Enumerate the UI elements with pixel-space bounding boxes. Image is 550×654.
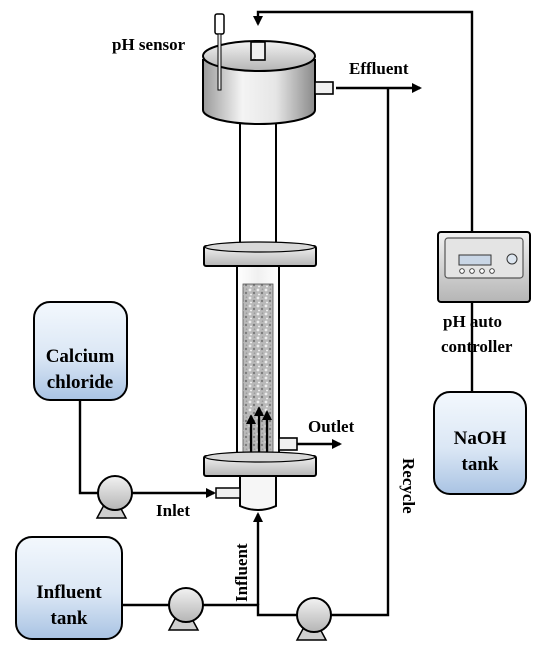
outlet-nozzle [278,437,298,451]
calcium-chloride-tank [33,301,128,401]
upper-flange [203,241,317,267]
controller-signal-line [253,10,474,232]
ph-sensor-probe-icon [214,13,225,91]
upper-column [239,119,277,261]
calcium-feed-line [78,398,98,495]
influent-tank-label-line2: tank [51,608,88,629]
calcium-label-line2: chloride [47,372,114,393]
controller-device-icon [437,231,531,303]
effluent-label: Effluent [349,59,409,78]
influent-tank-label-line1: Influent [36,582,102,603]
recycle-pump-icon [295,597,332,641]
ph-controller-label-line2: controller [441,337,513,356]
inlet-chamber [215,475,277,511]
outlet-label: Outlet [308,417,355,436]
recycle-line [328,88,390,617]
influent-pump-to-riser [203,603,300,617]
naoh-label-line2: tank [462,454,499,475]
influent-tank [15,536,123,640]
recycle-label: Recycle [399,458,418,514]
calcium-label-line1: Calcium [46,346,115,367]
upflow-arrows [246,406,272,452]
naoh-tank [433,391,527,495]
ph-sensor-label: pH sensor [112,35,186,54]
influent-label: Influent [232,543,251,602]
lower-flange [203,451,317,477]
ph-controller-label-line1: pH auto [443,312,502,331]
calcium-pump-icon [95,475,133,519]
influent-pump-icon [167,587,204,631]
inlet-label: Inlet [156,501,190,520]
settling-tank [202,40,334,125]
naoh-label-line1: NaOH [454,428,507,449]
